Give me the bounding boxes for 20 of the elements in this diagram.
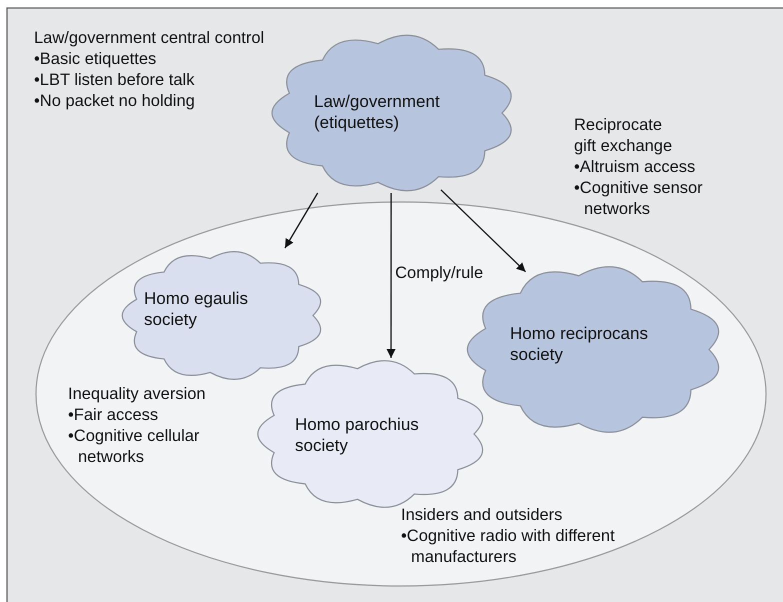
node-label: Homo reciprocans society: [510, 323, 649, 365]
arrow: [440, 189, 526, 272]
heading-text: Inequality aversion: [68, 384, 206, 405]
bullet-item: •Cognitive sensor networks: [574, 178, 704, 220]
bullet-item: •No packet no holding: [34, 91, 196, 112]
edge-label: Comply/rule: [395, 263, 484, 283]
bullet-item: •Basic etiquettes: [34, 49, 158, 70]
arrow: [386, 193, 396, 358]
node-label: Homo egaulis society: [144, 288, 249, 330]
bullet-item: •Cognitive radio with different manufacturers: [401, 526, 616, 568]
bullet-item: •Fair access: [68, 405, 160, 426]
arrow: [284, 192, 318, 248]
bullet-item: •Altruism access: [574, 157, 696, 178]
heading-text: Insiders and outsiders: [401, 505, 562, 526]
bullet-item: •Cognitive cellular networks: [68, 426, 200, 468]
bullet-item: Reciprocate gift exchange: [574, 115, 674, 157]
node-label: Law/government (etiquettes): [314, 91, 441, 133]
heading-text: Law/government central control: [34, 28, 264, 49]
node-label: Homo parochius society: [295, 414, 420, 456]
bullet-item: •LBT listen before talk: [34, 70, 196, 91]
